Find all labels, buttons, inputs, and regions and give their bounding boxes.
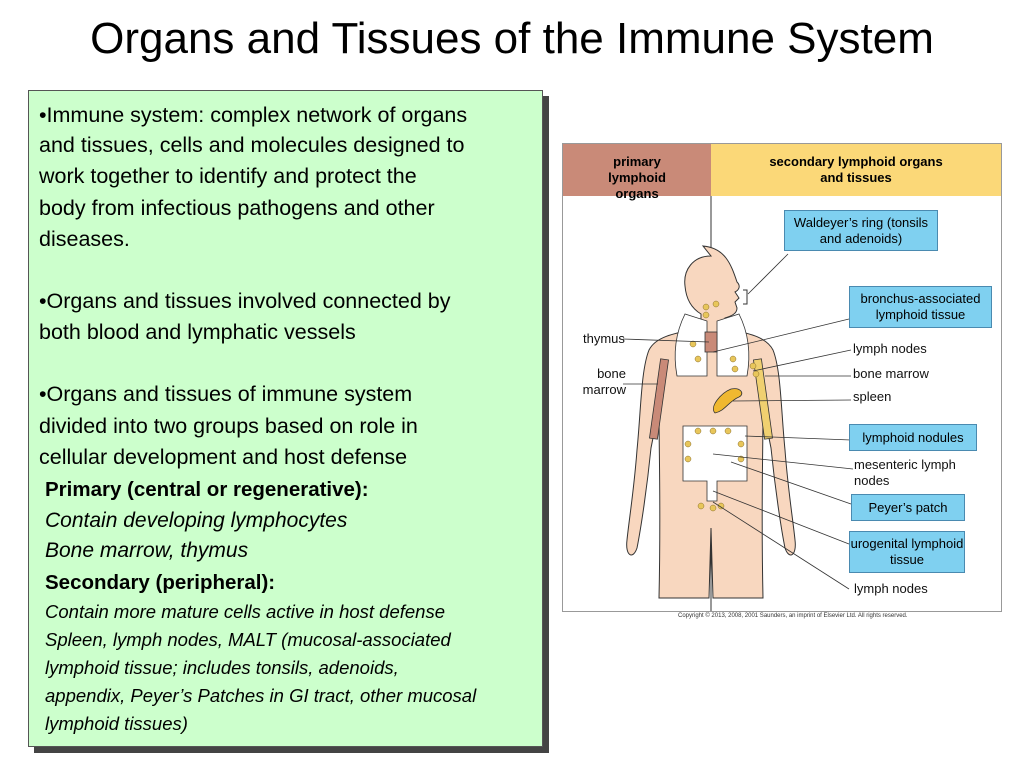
label-lymph-nodes: lymph nodes	[853, 341, 927, 356]
text-line: Bone marrow, thymus	[45, 539, 249, 562]
text-line: •Organs and tissues involved connected b…	[39, 289, 451, 313]
slide-title: Organs and Tissues of the Immune System	[90, 14, 934, 63]
copyright: Copyright © 2013, 2008, 2001 Saunders, a…	[678, 613, 908, 619]
text-line: •Organs and tissues of immune system	[39, 382, 413, 406]
secondary-header-text: secondary lymphoid organs and tissues	[769, 154, 943, 185]
text-line: lymphoid tissue; includes tonsils, adeno…	[45, 657, 399, 678]
text-box: •Immune system: complex network of organ…	[28, 90, 543, 747]
text-line: diseases.	[39, 227, 130, 251]
label-thymus: thymus	[583, 331, 625, 346]
text-line: divided into two groups based on role in	[39, 414, 418, 438]
text-line: appendix, Peyer’s Patches in GI tract, o…	[45, 685, 477, 706]
box-waldeyers-ring: Waldeyer’s ring (tonsils and adenoids)	[784, 210, 938, 251]
text-line: cellular development and host defense	[39, 445, 408, 469]
secondary-heading: Secondary (peripheral):	[45, 571, 276, 594]
lymphoid-diagram: primary lymphoid organs secondary lympho…	[562, 143, 1002, 612]
text-line: Spleen, lymph nodes, MALT (mucosal-assoc…	[45, 629, 451, 650]
text-line: body from infectious pathogens and other	[39, 196, 435, 220]
label-mesenteric-lymph-nodes: mesenteric lymph nodes	[854, 457, 956, 488]
secondary-header: secondary lymphoid organs and tissues	[711, 144, 1001, 196]
primary-header-text: primary lymphoid organs	[608, 154, 666, 201]
text-line: Contain more mature cells active in host…	[45, 601, 446, 622]
text-line: work together to identify and protect th…	[39, 164, 417, 188]
text-line: and tissues, cells and molecules designe…	[39, 133, 465, 157]
box-lymphoid-nodules: lymphoid nodules	[849, 424, 977, 451]
box-urogenital: urogenital lymphoid tissue	[849, 531, 965, 573]
box-peyers-patch: Peyer’s patch	[851, 494, 965, 521]
box-bronchus-associated: bronchus-associated lymphoid tissue	[849, 286, 992, 328]
label-bone-marrow-primary: bone marrow	[582, 366, 626, 397]
label-lymph-nodes-lower: lymph nodes	[854, 581, 928, 596]
body-illustration	[622, 196, 854, 611]
text-line: lymphoid tissues)	[45, 713, 188, 734]
primary-heading: Primary (central or regenerative):	[45, 478, 369, 501]
text-line: •Immune system: complex network of organ…	[39, 103, 468, 127]
label-spleen: spleen	[853, 389, 892, 404]
label-bone-marrow-secondary: bone marrow	[853, 366, 929, 381]
primary-header: primary lymphoid organs	[563, 144, 711, 201]
text-line: both blood and lymphatic vessels	[39, 320, 356, 344]
text-line: Contain developing lymphocytes	[45, 509, 348, 532]
